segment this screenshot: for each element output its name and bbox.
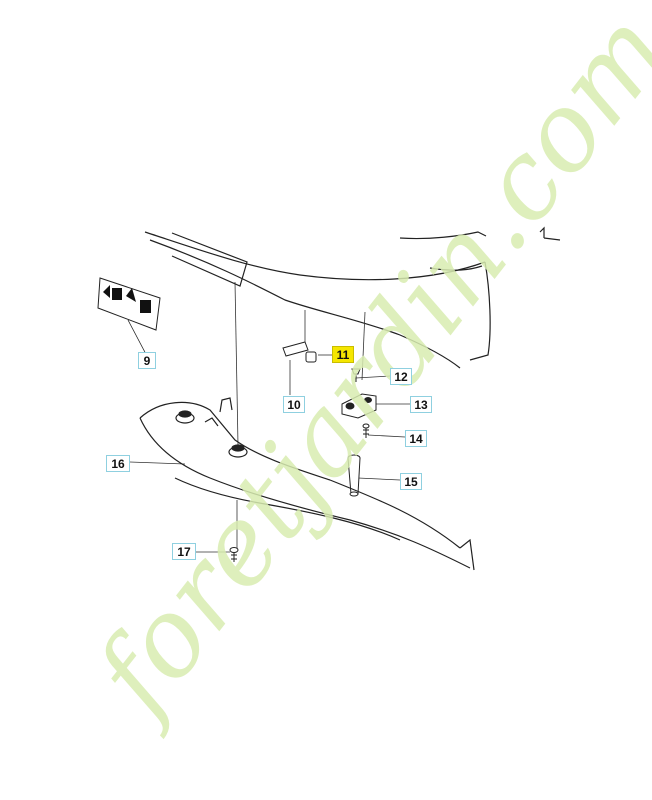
callout-16[interactable]: 16 [106,455,130,472]
callout-14[interactable]: 14 [405,430,427,447]
decal-part-9 [97,277,161,359]
callout-9[interactable]: 9 [138,352,156,369]
callout-12[interactable]: 12 [390,368,412,385]
callout-11[interactable]: 11 [332,346,354,363]
sleeve-part-11 [305,351,317,363]
pin-part-10 [282,341,309,357]
screw-part-12 [351,368,361,382]
leader-lines [129,281,410,553]
bolt-part-14 [362,423,370,438]
screw-part-17 [229,547,239,562]
callout-15[interactable]: 15 [400,473,422,490]
callout-17[interactable]: 17 [172,543,196,560]
lower-cover-part-16 [139,397,475,571]
bracket-part-13 [341,393,377,419]
spacer-part-15 [347,454,361,497]
callout-13[interactable]: 13 [410,396,432,413]
hood-outline [144,226,561,369]
callout-10[interactable]: 10 [283,396,305,413]
